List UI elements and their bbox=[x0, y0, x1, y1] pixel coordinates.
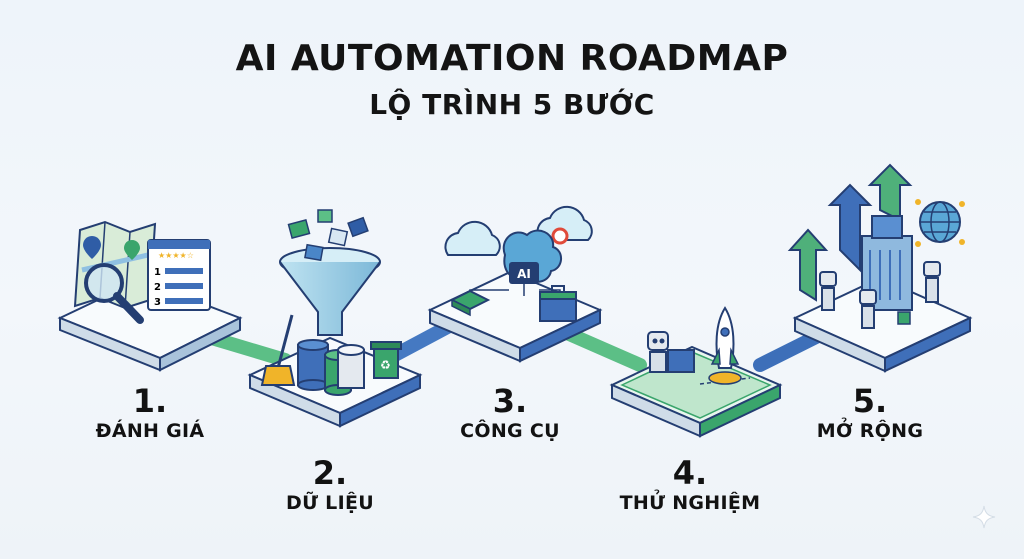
page-subtitle: LỘ TRÌNH 5 BƯỚC bbox=[369, 88, 655, 121]
sparkle-icon bbox=[972, 505, 996, 529]
ai-brain-cloud-icon: AI bbox=[444, 205, 593, 300]
step-1-number: 1. bbox=[132, 382, 168, 420]
database-icon bbox=[297, 339, 365, 396]
step-2-label: DỮ LIỆU bbox=[286, 492, 374, 514]
checklist-number-2: 2 bbox=[154, 282, 161, 293]
robot-rocket-icon bbox=[647, 306, 751, 385]
recycle-bin-icon: ♻ bbox=[370, 341, 402, 379]
platform-5 bbox=[787, 163, 973, 373]
checklist-number-3: 3 bbox=[154, 297, 161, 308]
step-3: 3. CÔNG CỤ bbox=[420, 383, 600, 443]
step-3-number: 3. bbox=[492, 382, 528, 420]
map-magnifier-icon bbox=[73, 220, 157, 324]
svg-text:★★★★☆: ★★★★☆ bbox=[158, 251, 194, 260]
step-2-number: 2. bbox=[312, 454, 348, 492]
step-4-number: 4. bbox=[672, 454, 708, 492]
ai-chip-label: AI bbox=[517, 267, 531, 281]
platform-2: ♻ bbox=[247, 209, 423, 428]
platform-4 bbox=[609, 306, 783, 438]
robot-team-icon bbox=[819, 261, 941, 329]
growth-globe-icon bbox=[787, 163, 965, 311]
step-5-label: MỞ RỘNG bbox=[816, 420, 924, 442]
data-funnel-icon bbox=[279, 209, 381, 336]
page-title: AI AUTOMATION ROADMAP bbox=[235, 38, 789, 79]
step-5: 5. MỞ RỘNG bbox=[780, 383, 960, 443]
step-1: 1. ĐÁNH GIÁ bbox=[60, 383, 240, 443]
broom-icon bbox=[260, 314, 296, 386]
chip-icon bbox=[449, 289, 491, 317]
toolbox-icon bbox=[539, 285, 577, 322]
platform-1: ★★★★☆ 1 2 3 bbox=[57, 220, 243, 372]
step-5-number: 5. bbox=[852, 382, 888, 420]
checklist-card: ★★★★☆ 1 2 3 bbox=[147, 239, 211, 311]
svg-text:♻: ♻ bbox=[380, 358, 391, 372]
step-1-label: ĐÁNH GIÁ bbox=[95, 420, 205, 442]
platform-3: AI bbox=[427, 205, 603, 363]
step-3-label: CÔNG CỤ bbox=[460, 420, 560, 442]
step-4-label: THỬ NGHIỆM bbox=[619, 492, 761, 514]
checklist-number-1: 1 bbox=[154, 267, 161, 278]
step-4: 4. THỬ NGHIỆM bbox=[600, 455, 780, 515]
step-2: 2. DỮ LIỆU bbox=[240, 455, 420, 515]
